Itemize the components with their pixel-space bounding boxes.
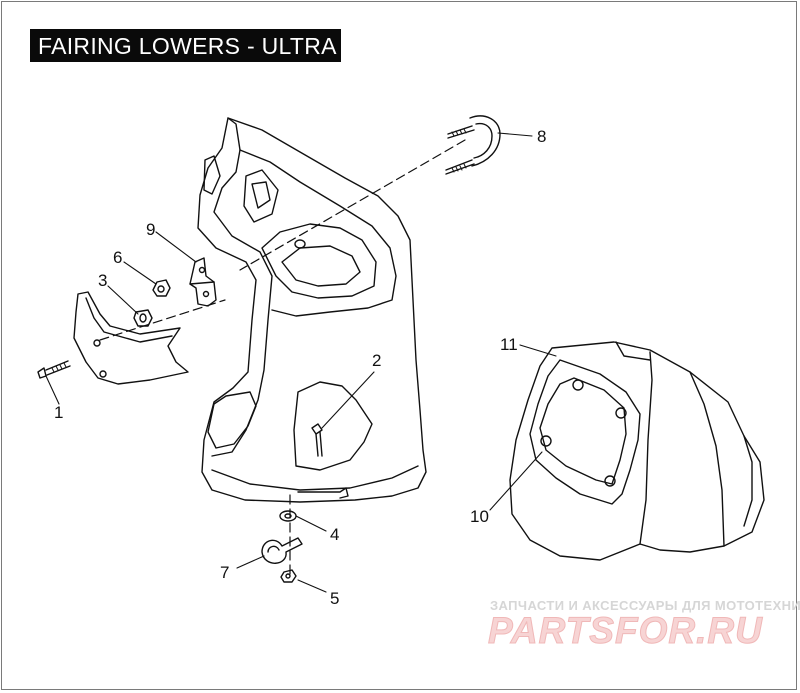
- callout-8: 8: [537, 127, 547, 146]
- callout-2: 2: [372, 351, 382, 370]
- screw-part: [311, 423, 323, 457]
- callout-9: 9: [146, 220, 156, 239]
- washer-clamp-nut-parts: [261, 510, 303, 583]
- callout-3: 3: [98, 271, 108, 290]
- panel-bracket-part: [37, 291, 189, 385]
- watermark-subtitle: ЗАПЧАСТИ И АКСЕССУАРЫ ДЛЯ МОТОТЕХНИКИ: [490, 598, 800, 613]
- callout-1: 1: [54, 403, 64, 422]
- callout-5: 5: [330, 589, 340, 608]
- callout-10: 10: [470, 507, 489, 526]
- u-bolt-part: [445, 115, 501, 175]
- title-bar: FAIRING LOWERS - ULTRA: [30, 29, 341, 62]
- callout-leaders: [45, 132, 557, 593]
- glove-box-part: [509, 341, 765, 561]
- diagram-title: FAIRING LOWERS - ULTRA: [38, 33, 337, 59]
- assembly-lines: [99, 139, 466, 576]
- callout-4: 4: [330, 525, 340, 544]
- bracket-part: [189, 257, 217, 307]
- watermark-logo: PARTSFOR.RU: [488, 610, 763, 652]
- callout-7: 7: [220, 563, 230, 582]
- callout-6: 6: [113, 248, 123, 267]
- fairing-lower-part: [197, 117, 427, 503]
- callout-11: 11: [500, 335, 518, 354]
- nut-and-spacer-parts: [133, 279, 171, 327]
